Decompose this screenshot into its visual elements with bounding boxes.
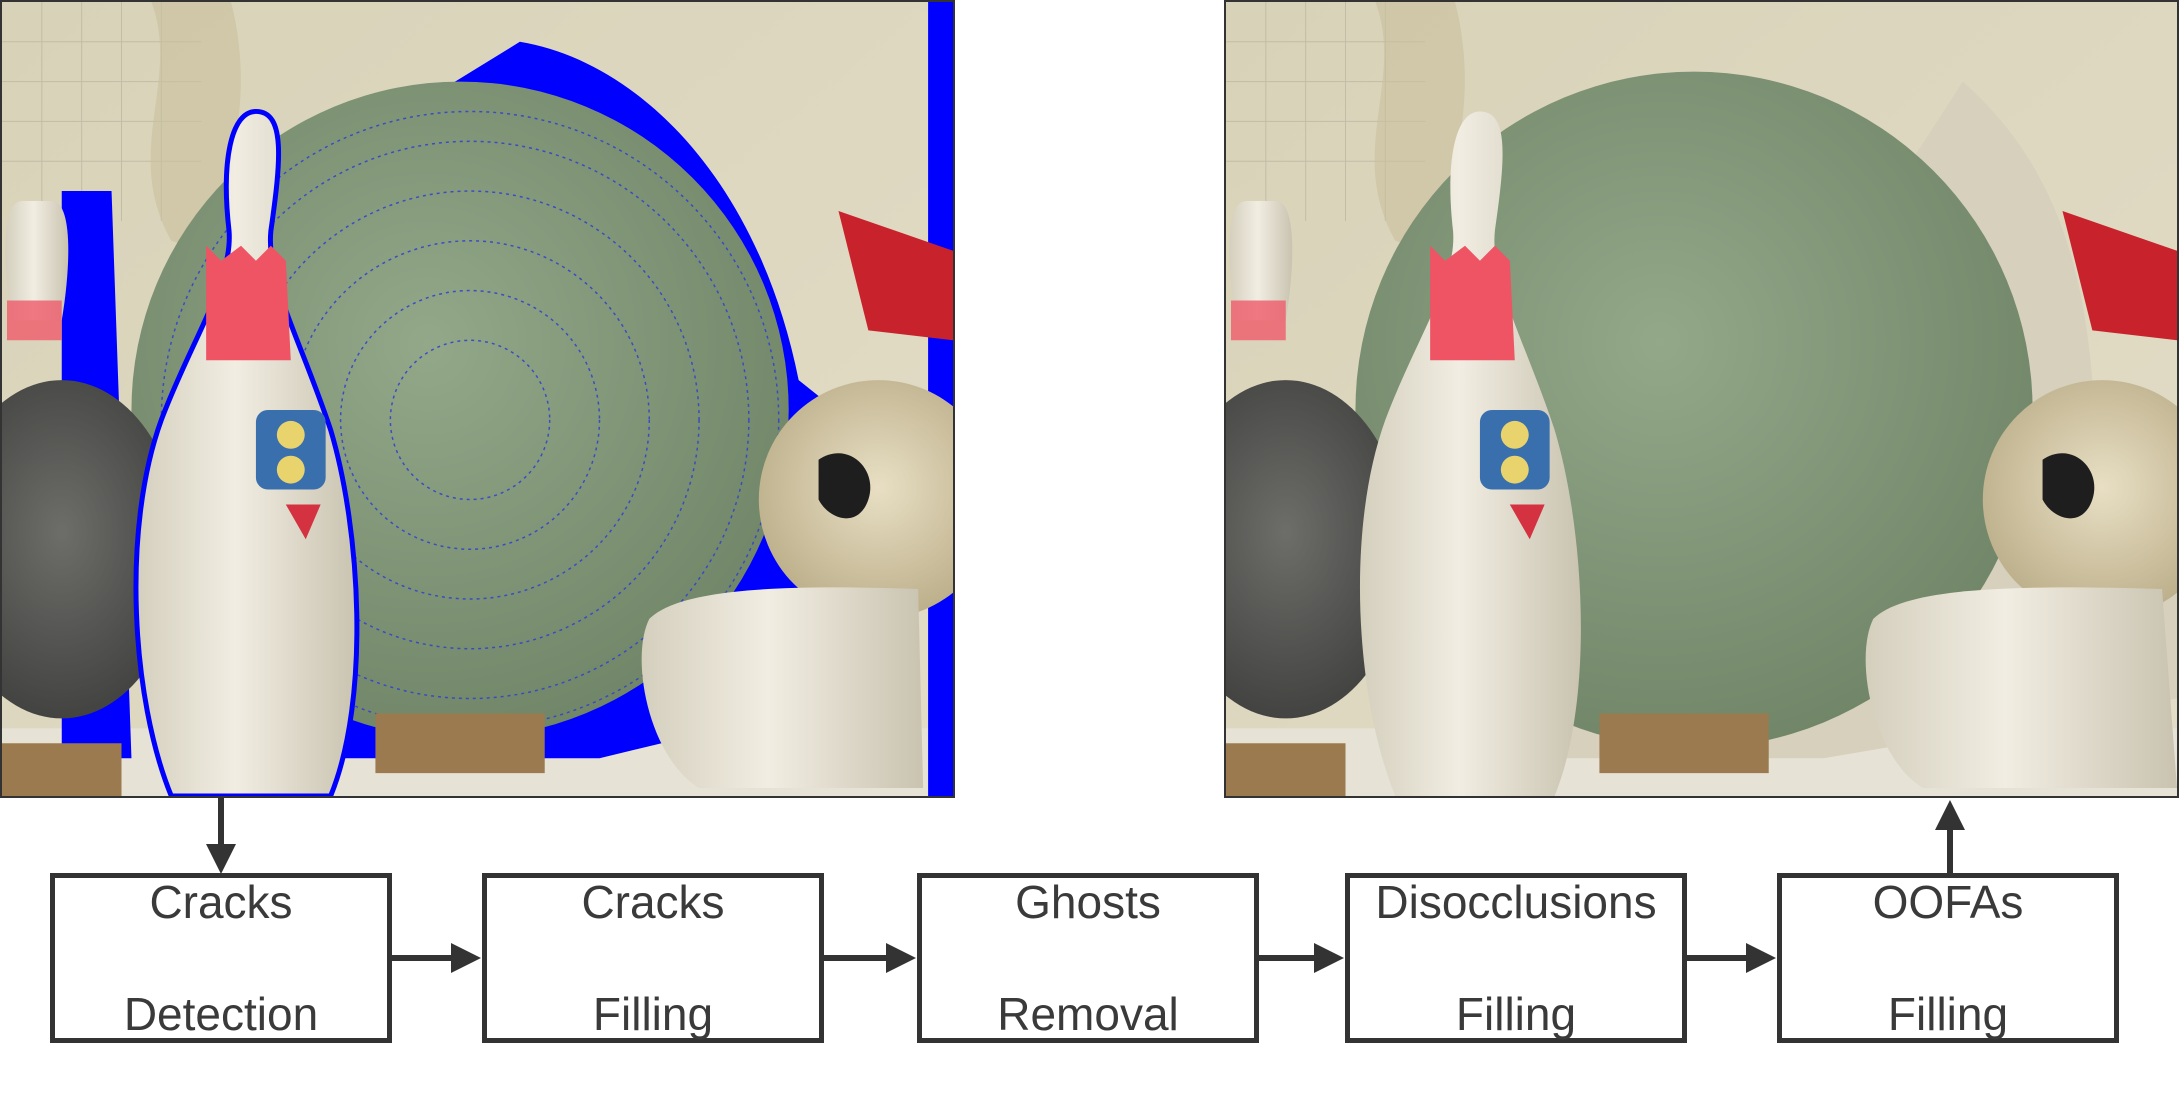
cork-base-left: [2, 743, 122, 796]
front-pin-logo: [1509, 504, 1545, 540]
step-label-line1: Cracks: [149, 876, 293, 928]
cork-base-left: [1226, 743, 1346, 796]
back-pin-stripe: [1230, 300, 1286, 341]
front-pin-label-dot: [1500, 455, 1529, 484]
step-label-line2: Removal: [997, 988, 1179, 1040]
step-label-line1: Disocclusions: [1375, 876, 1657, 928]
front-pin-crown: [1430, 245, 1515, 361]
lying-pin: [641, 587, 924, 789]
input-scene-drawing: [2, 2, 953, 796]
cork-base: [1599, 713, 1769, 774]
front-pin: [1359, 111, 1581, 796]
step-ghosts-removal: Ghosts Removal: [917, 873, 1259, 1043]
step-label-line1: Ghosts: [1015, 876, 1161, 928]
front-pin-label-dot: [276, 420, 305, 449]
output-synthesized-image: [1224, 0, 2179, 798]
globe-continent: [818, 453, 871, 519]
globe-continent: [2042, 453, 2095, 519]
input-warped-image: [0, 0, 955, 798]
front-pin-crown: [206, 245, 291, 361]
back-pin: [5, 200, 69, 321]
front-pin-label: [1479, 409, 1550, 490]
red-sign: [2062, 210, 2177, 341]
red-sign: [838, 210, 953, 341]
step-label-line2: Filling: [1455, 988, 1577, 1040]
lying-pin: [1865, 587, 2177, 789]
front-pin-label-dot: [276, 455, 305, 484]
step-oofas-filling: OOFAs Filling: [1777, 873, 2119, 1043]
step-label-line1: OOFAs: [1872, 876, 2024, 928]
step-label-line2: Filling: [592, 988, 714, 1040]
dark-ball: [1226, 380, 1406, 719]
output-scene-drawing: [1226, 2, 2177, 796]
step-label-line2: Detection: [123, 988, 319, 1040]
cork-base: [375, 713, 545, 774]
step-disocclusions-filling: Disocclusions Filling: [1345, 873, 1687, 1043]
step-label-line1: Cracks: [581, 876, 725, 928]
step-cracks-filling: Cracks Filling: [482, 873, 824, 1043]
back-pin-stripe: [6, 300, 62, 341]
step-cracks-detection: Cracks Detection: [50, 873, 392, 1043]
front-pin-label: [255, 409, 326, 490]
back-pin: [1229, 200, 1293, 321]
front-pin-logo: [285, 504, 321, 540]
front-pin-label-dot: [1500, 420, 1529, 449]
step-label-line2: Filling: [1887, 988, 2009, 1040]
